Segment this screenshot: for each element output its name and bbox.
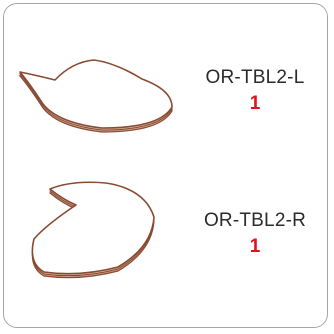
part-quantity: 1	[249, 236, 261, 257]
tabletop-panel-right-icon	[31, 181, 155, 279]
part-code: OR-TBL2-L	[205, 67, 305, 88]
tabletop-panel-left-icon	[18, 59, 173, 133]
part-quantity: 1	[249, 93, 261, 114]
part-item-left: OR-TBL2-L 1	[18, 59, 305, 133]
part-code: OR-TBL2-R	[203, 210, 307, 231]
part-item-right: OR-TBL2-R 1	[0, 167, 334, 334]
